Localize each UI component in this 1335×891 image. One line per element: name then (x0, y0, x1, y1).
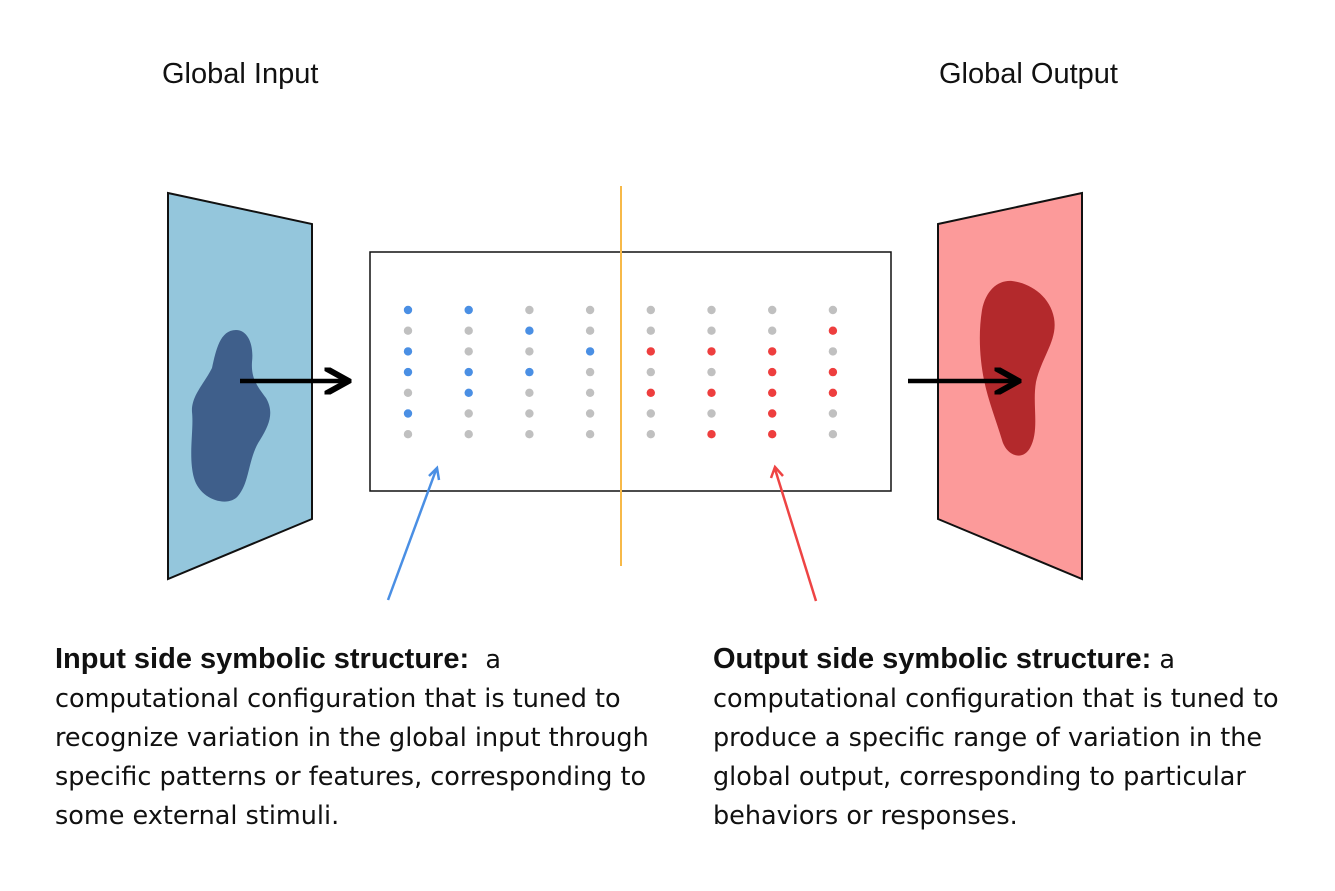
input-pointer (386, 465, 441, 601)
inactive-dot (646, 430, 655, 439)
input-active-dot (464, 367, 473, 377)
inactive-dot (525, 409, 534, 418)
output-active-dot (646, 388, 655, 397)
global-input-title: Global Input (162, 58, 319, 90)
output-active-dot (828, 367, 838, 377)
output-caption-heading: Output side symbolic structure: (713, 643, 1152, 675)
output-caption: Output side symbolic structure: a comput… (713, 640, 1323, 836)
inactive-dot (646, 326, 655, 335)
input-active-dot (585, 347, 595, 356)
output-active-dot (768, 367, 777, 377)
output-active-dot (707, 430, 716, 439)
output-active-dot (768, 347, 777, 356)
inactive-dot (707, 409, 716, 418)
output-active-dot (768, 409, 777, 418)
inactive-dot (707, 367, 716, 377)
inactive-dot (585, 430, 595, 439)
inactive-dot (585, 367, 595, 377)
inactive-dot (828, 347, 838, 356)
output-active-dot (768, 388, 777, 397)
input-caption-body: a computational configuration that is tu… (55, 645, 649, 831)
output-active-dot (768, 430, 777, 439)
inactive-dot (828, 430, 838, 439)
inactive-dot (525, 388, 534, 397)
input-active-dot (525, 326, 534, 335)
output-active-dot (707, 347, 716, 356)
inactive-dot (707, 326, 716, 335)
dot-grid (403, 305, 838, 439)
inactive-dot (768, 326, 777, 335)
output-active-dot (828, 388, 838, 397)
input-active-dot (403, 409, 413, 418)
inactive-dot (828, 409, 838, 418)
global-output-title: Global Output (939, 58, 1118, 90)
inactive-dot (403, 326, 413, 335)
inactive-dot (646, 409, 655, 418)
input-caption: Input side symbolic structure: a computa… (55, 640, 665, 836)
output-active-dot (646, 347, 655, 356)
inactive-dot (646, 367, 655, 377)
input-active-dot (464, 305, 473, 315)
input-active-dot (464, 388, 473, 397)
output-caption-body: a computational configuration that is tu… (713, 645, 1279, 831)
inactive-dot (585, 409, 595, 418)
input-active-dot (403, 347, 413, 356)
inactive-dot (403, 430, 413, 439)
symbolic-structure-box (369, 251, 892, 492)
inactive-dot (403, 388, 413, 397)
input-active-dot (403, 305, 413, 315)
input-active-dot (525, 367, 534, 377)
inactive-dot (828, 305, 838, 315)
inactive-dot (585, 305, 595, 315)
inactive-dot (525, 347, 534, 356)
inactive-dot (525, 430, 534, 439)
inactive-dot (464, 430, 473, 439)
inactive-dot (768, 305, 777, 315)
inactive-dot (464, 409, 473, 418)
inactive-dot (525, 305, 534, 315)
output-pointer (769, 464, 818, 602)
input-active-dot (403, 367, 413, 377)
output-active-dot (828, 326, 838, 335)
inactive-dot (464, 326, 473, 335)
inactive-dot (464, 347, 473, 356)
inactive-dot (646, 305, 655, 315)
inactive-dot (707, 305, 716, 315)
output-active-dot (707, 388, 716, 397)
inactive-dot (585, 326, 595, 335)
input-blob (191, 330, 271, 502)
inactive-dot (585, 388, 595, 397)
input-caption-heading: Input side symbolic structure: (55, 643, 470, 675)
